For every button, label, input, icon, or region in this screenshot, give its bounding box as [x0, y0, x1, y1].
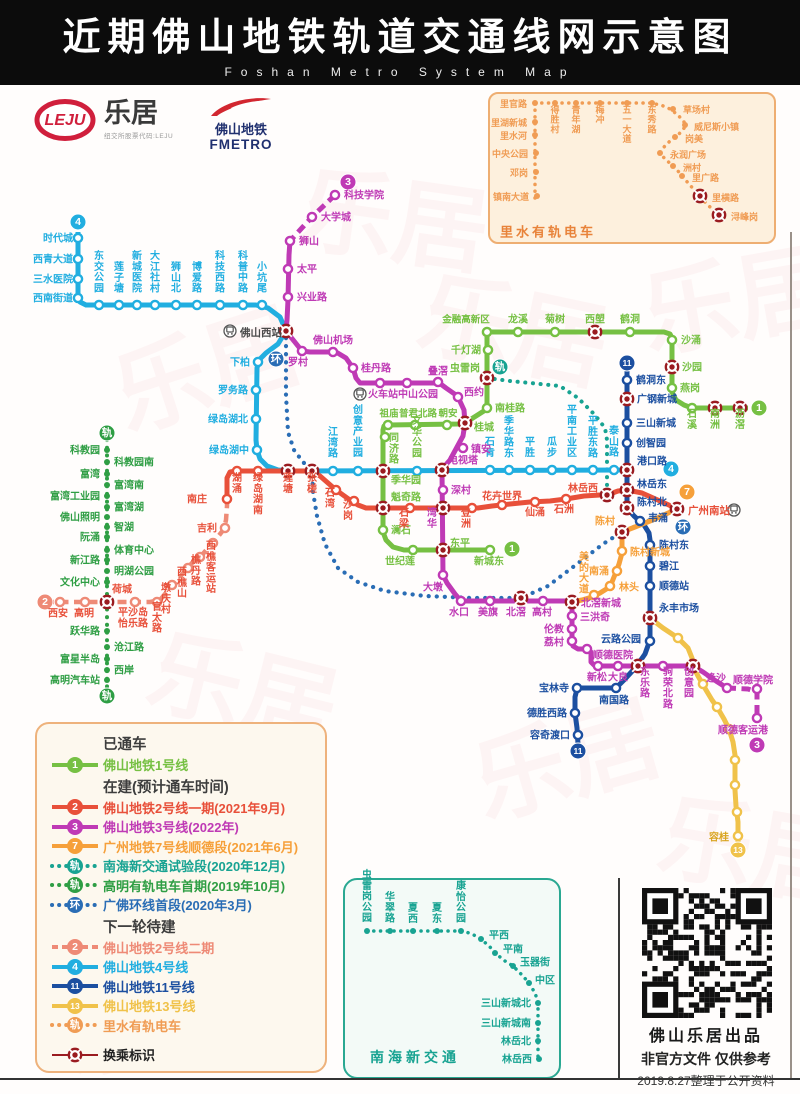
line-legend-icon: 1 — [52, 756, 98, 773]
footer-divider — [618, 878, 620, 1078]
fmetro-logo: 佛山地铁 FMETRO — [196, 96, 286, 153]
svg-text:LEJU: LEJU — [45, 112, 86, 129]
leju-logo: LEJU 乐居 纽交所股票代码:LEJU — [34, 98, 173, 142]
svg-text:轨: 轨 — [70, 878, 81, 891]
svg-text:3: 3 — [72, 821, 78, 833]
legend-label: 佛山地铁2号线二期 — [103, 940, 215, 956]
legend-transfer-row: 换乘标识 — [47, 1045, 317, 1065]
leju-logo-subtext: 纽交所股票代码:LEJU — [104, 133, 174, 140]
lishui-tram-inset-box — [488, 92, 776, 244]
legend-label: 佛山地铁4号线 — [103, 960, 189, 976]
qr-code-image — [642, 888, 772, 1018]
svg-text:1: 1 — [72, 759, 78, 771]
legend-line-row: 2 佛山地铁2号线一期(2021年9月) — [47, 798, 317, 818]
line-legend-icon: 2 — [52, 939, 98, 956]
legend-section-header: 在建(预计通车时间) — [103, 779, 229, 796]
bottom-rule — [0, 1078, 800, 1080]
qr-code — [618, 880, 790, 1078]
svg-text:7: 7 — [72, 840, 78, 852]
legend-label: 高明有轨电车首期(2019年10月) — [103, 878, 286, 894]
legend-line-row: 7 广州地铁7号线顺德段(2021年6月) — [47, 837, 317, 857]
legend-label: 南海新交通试验段(2020年12月) — [103, 859, 286, 875]
svg-text:11: 11 — [71, 981, 80, 991]
line-legend-icon: 轨 — [50, 877, 100, 894]
legend-section-header: 已通车 — [103, 737, 147, 753]
fmetro-logo-en: FMETRO — [209, 136, 273, 152]
legend-line-row: 11 佛山地铁11号线 — [47, 977, 317, 997]
svg-text:2: 2 — [72, 941, 78, 953]
line-legend-icon: 轨 — [50, 857, 100, 874]
fmetro-logo-cn: 佛山地铁 — [214, 122, 267, 137]
svg-text:2: 2 — [72, 801, 78, 813]
legend-line-row: 2 佛山地铁2号线二期 — [47, 938, 317, 958]
line-legend-icon: 13 — [52, 997, 98, 1014]
legend-label: 佛山地铁2号线一期(2021年9月) — [103, 800, 286, 816]
watermark-text: 乐居 — [292, 156, 496, 288]
footer-disclaimer: 非官方文件 仅供参考 — [641, 1051, 771, 1067]
page-title: 近期佛山地铁轨道交通线网示意图 — [62, 17, 738, 59]
line-legend-icon: 轨 — [50, 1017, 100, 1034]
legend-line-row: 轨 高明有轨电车首期(2019年10月) — [47, 876, 317, 896]
watermark-text: 乐居 — [461, 684, 674, 839]
line-legend-icon: 11 — [52, 978, 98, 995]
legend-label: 广佛环线首段(2020年3月) — [103, 898, 252, 914]
line-legend-icon: 3 — [52, 818, 98, 835]
legend-line-row: 4 佛山地铁4号线 — [47, 957, 317, 977]
legend-line-row: 1 佛山地铁1号线 — [47, 755, 317, 775]
legend-label: 广州地铁7号线顺德段(2021年6月) — [103, 839, 299, 855]
header: 近期佛山地铁轨道交通线网示意图 Foshan Metro System Map — [0, 0, 800, 85]
leju-logo-text: 乐居 — [104, 98, 158, 128]
nanhai-transit-inset-box — [343, 878, 561, 1079]
transfer-legend-icon — [52, 1047, 98, 1063]
line-legend-icon: 2 — [52, 799, 98, 816]
leju-oval-icon: LEJU — [34, 99, 96, 141]
legend-box: 已通车 1 佛山地铁1号线在建(预计通车时间) 2 佛山地铁2号线一期(2021年9月)… — [35, 722, 327, 1073]
svg-text:13: 13 — [70, 1001, 80, 1011]
line-legend-icon: 4 — [52, 958, 98, 975]
fmetro-swoosh-icon — [211, 98, 271, 116]
line-legend-icon: 环 — [50, 896, 100, 913]
legend-line-row: 13 佛山地铁13号线 — [47, 996, 317, 1016]
legend-line-row: 轨 里水有轨电车 — [47, 1016, 317, 1036]
footer-producer: 佛山乐居出品 — [648, 1028, 763, 1045]
legend-line-row: 轨 南海新交通试验段(2020年12月) — [47, 856, 317, 876]
legend-label: 换乘标识 — [103, 1048, 156, 1064]
svg-text:轨: 轨 — [70, 1018, 81, 1031]
legend-label: 佛山地铁13号线 — [103, 999, 196, 1015]
svg-text:轨: 轨 — [70, 859, 81, 872]
page-subtitle: Foshan Metro System Map — [224, 65, 576, 79]
legend-label: 佛山地铁1号线 — [103, 758, 189, 774]
watermark-text: 乐居 — [100, 291, 315, 452]
svg-text:环: 环 — [70, 899, 81, 911]
right-edge-rule — [790, 232, 792, 1078]
legend-line-row: 3 佛山地铁3号线(2022年) — [47, 817, 317, 837]
legend-section-header: 下一轮待建 — [103, 919, 176, 936]
line-legend-icon: 7 — [52, 838, 98, 855]
svg-text:4: 4 — [72, 961, 78, 973]
legend-line-row: 环 广佛环线首段(2020年3月) — [47, 895, 317, 915]
legend-label: 佛山地铁3号线(2022年) — [103, 820, 239, 836]
footer-date-note: 2019.8.27整理于公开资料 — [637, 1074, 775, 1088]
legend-label: 里水有轨电车 — [103, 1018, 182, 1034]
legend-label: 佛山地铁11号线 — [103, 979, 195, 995]
footer-credits: 佛山乐居出品 非官方文件 仅供参考 2019.8.27整理于公开资料 — [618, 1022, 794, 1089]
